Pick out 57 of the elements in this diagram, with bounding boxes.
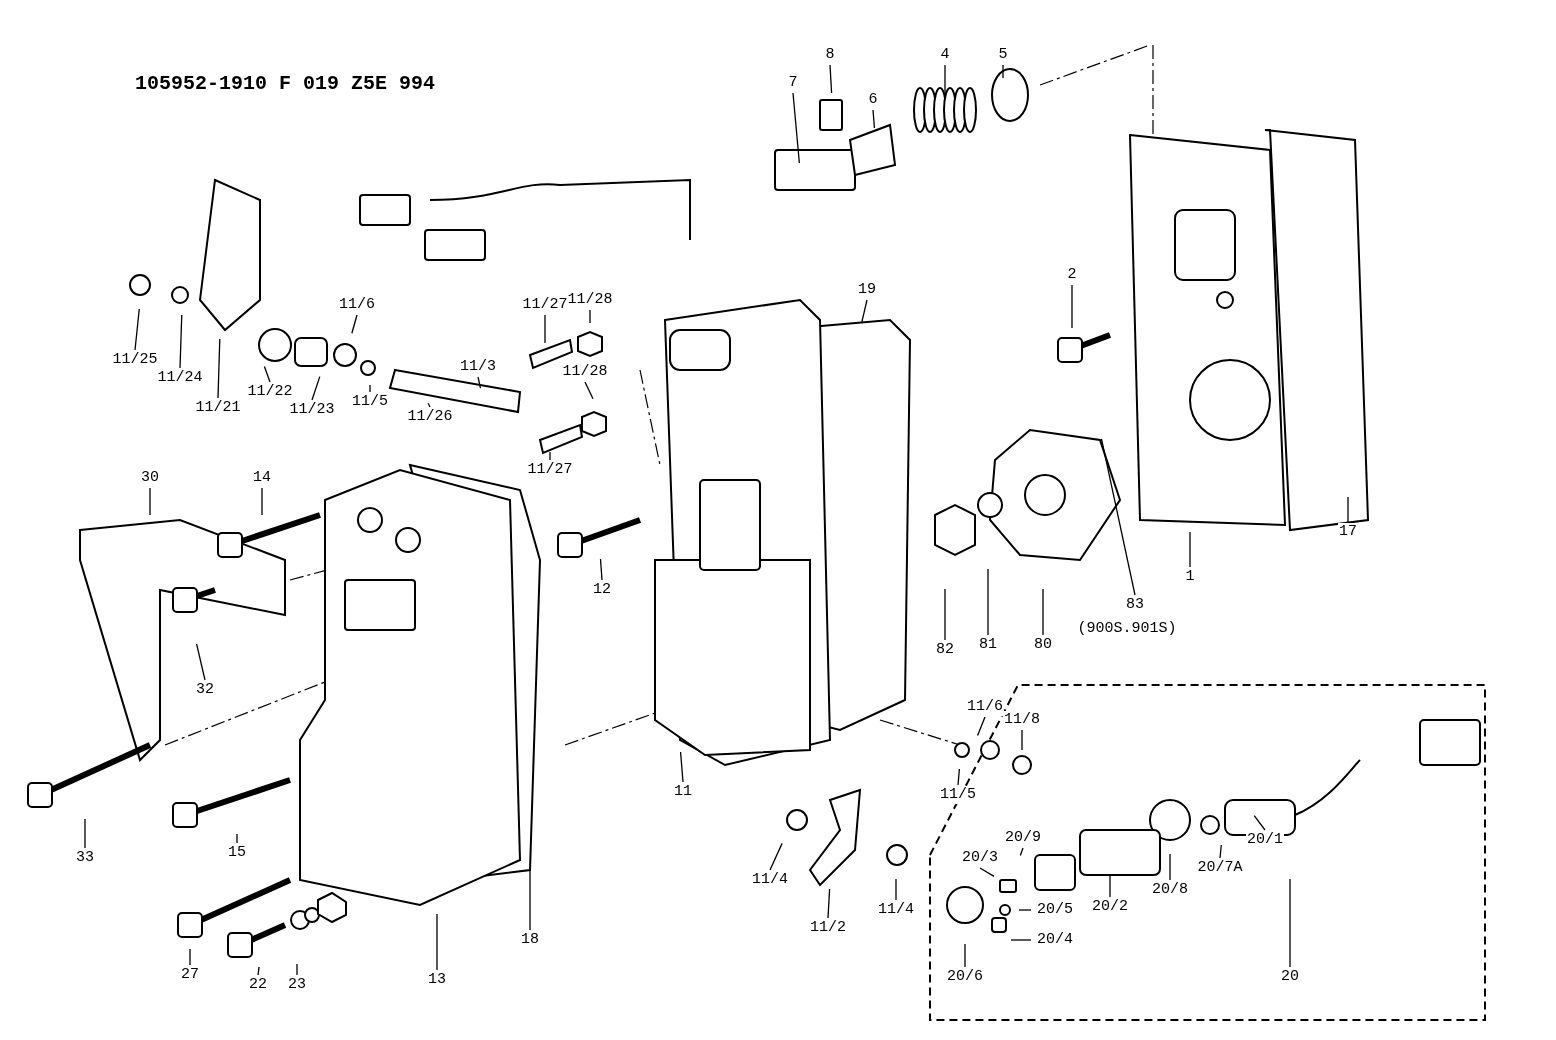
- leader-line: [217, 338, 221, 399]
- leader-line: [195, 643, 206, 681]
- leader-line: [1189, 531, 1191, 568]
- leader-line: [436, 913, 438, 971]
- leader-line: [1169, 853, 1171, 881]
- leader-line: [1010, 939, 1032, 941]
- leader-line: [792, 92, 800, 164]
- leader-line: [964, 943, 966, 968]
- leader-line: [584, 381, 594, 400]
- leader-line: [589, 309, 591, 324]
- leader-line: [351, 314, 358, 334]
- leader-line: [1347, 496, 1349, 523]
- leader-line: [987, 568, 989, 636]
- leader-line: [895, 878, 897, 901]
- leader-line: [1289, 878, 1291, 968]
- leader-line: [599, 558, 603, 581]
- leader-line: [189, 948, 191, 966]
- leader-line: [976, 716, 986, 737]
- leader-line: [1109, 873, 1111, 898]
- leader-line: [427, 402, 431, 408]
- leader-line: [679, 751, 684, 783]
- leader-line: [1019, 847, 1024, 857]
- leader-line: [179, 314, 183, 369]
- leader-line: [872, 109, 876, 129]
- leader-line: [134, 308, 140, 351]
- leader-line: [1071, 284, 1073, 329]
- leader-line: [311, 376, 321, 401]
- leader-line: [149, 487, 151, 516]
- leader-line: [236, 833, 238, 844]
- leader-line: [263, 365, 271, 383]
- leader-line: [827, 888, 831, 919]
- callout-number: 11/6: [966, 698, 1004, 716]
- leader-line: [1018, 909, 1032, 911]
- leader-line: [549, 451, 551, 461]
- leader-line: [529, 868, 531, 931]
- leader-line: [957, 768, 961, 786]
- leader-line: [944, 64, 946, 94]
- title: 105952-1910 F 019 Z5E 994: [135, 72, 436, 95]
- leader-line: [1021, 729, 1023, 751]
- leader-line: [261, 487, 263, 516]
- leader-line: [1219, 844, 1222, 859]
- leader-line: [1253, 814, 1266, 831]
- leader-line: [1100, 438, 1136, 596]
- leader-line: [829, 64, 833, 94]
- leader-line: [544, 314, 546, 344]
- leader-line: [84, 818, 86, 849]
- callout-number: 11/5: [939, 786, 977, 804]
- leader-line: [979, 867, 995, 878]
- leader-line: [860, 299, 868, 324]
- leader-line: [369, 384, 371, 393]
- leader-line: [769, 842, 783, 871]
- leader-line: [477, 376, 482, 389]
- leader-line: [1002, 64, 1004, 79]
- leader-line: [257, 966, 260, 976]
- leader-line: [944, 588, 946, 641]
- leader-line: [1042, 588, 1044, 636]
- leader-line: [296, 963, 298, 976]
